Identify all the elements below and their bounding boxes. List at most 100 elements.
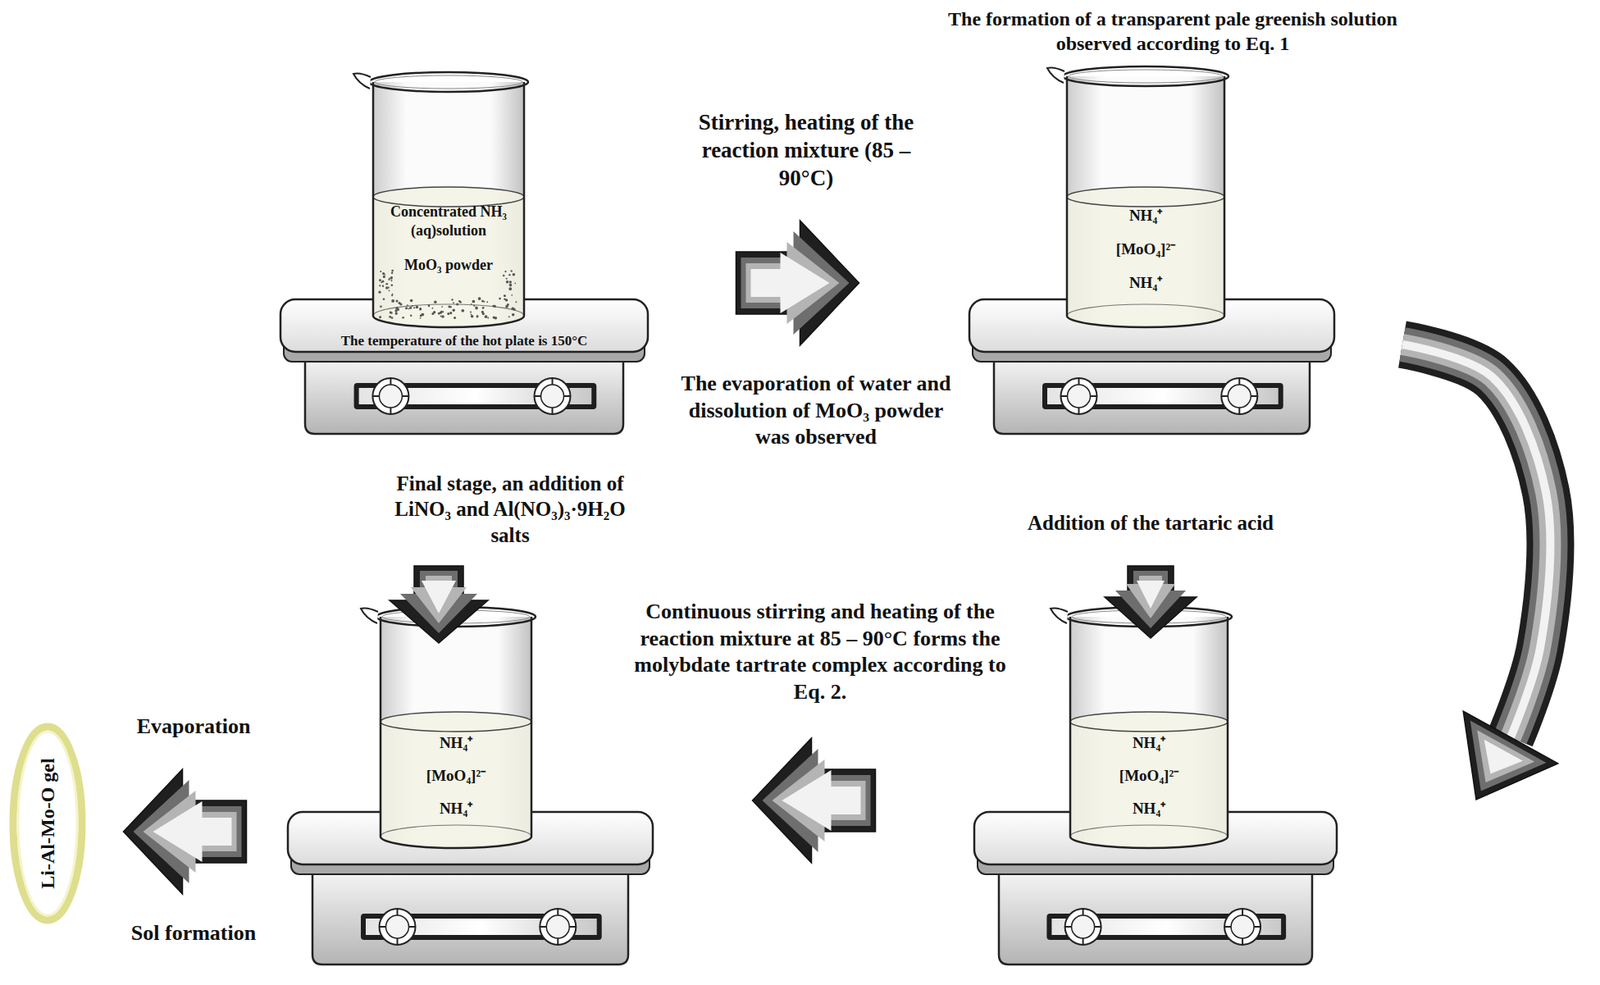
dial-face xyxy=(1067,384,1091,408)
powder-grain xyxy=(395,312,398,315)
powder-grain xyxy=(405,306,408,310)
powder-grain xyxy=(433,310,436,314)
powder-grain xyxy=(476,314,479,318)
powder-grain xyxy=(442,310,444,313)
dial-tick xyxy=(1253,925,1261,928)
powder-grain xyxy=(391,316,394,320)
powder-grain xyxy=(410,314,412,317)
powder-grain xyxy=(449,305,452,308)
arrow-layer xyxy=(421,580,456,614)
powder-grain xyxy=(511,313,515,316)
powder-grain xyxy=(441,305,443,308)
powder-grain xyxy=(391,299,395,303)
arrow-body xyxy=(736,220,860,346)
product-label: Li-Al-Mo-O gel xyxy=(35,757,60,889)
dial-face xyxy=(1227,384,1251,408)
powder-grain xyxy=(486,300,488,303)
dial xyxy=(379,908,416,945)
step-label: Continuous stirring and heating of the r… xyxy=(627,598,1013,706)
dial-ring xyxy=(539,908,576,945)
powder-grain xyxy=(388,277,391,279)
curve-band xyxy=(1402,344,1550,738)
arrow-layer xyxy=(751,252,830,314)
powder-grain xyxy=(487,317,489,320)
block-arrow xyxy=(123,769,247,894)
powder-grain xyxy=(470,303,473,306)
beaker-bottom xyxy=(380,836,532,848)
addition-arrow xyxy=(1104,565,1197,639)
beaker xyxy=(360,606,536,848)
arrow-layer xyxy=(153,801,233,862)
beaker-bottom xyxy=(373,315,525,328)
dial-face xyxy=(1071,915,1095,939)
powder-grain xyxy=(409,306,412,310)
dial-tick xyxy=(1238,378,1240,385)
beaker-glass xyxy=(1070,616,1228,848)
arrow-layer xyxy=(1125,575,1176,619)
powder-grain xyxy=(378,284,381,287)
powder-grain xyxy=(398,301,402,305)
powder-grain xyxy=(446,312,450,315)
liquid-surface xyxy=(1066,186,1225,207)
powder-grain xyxy=(449,311,452,315)
powder-grain xyxy=(469,310,472,313)
powder-grain xyxy=(391,269,394,273)
powder-grain xyxy=(508,273,511,276)
powder-grain xyxy=(428,305,431,308)
powder-grain xyxy=(474,306,479,310)
powder-grain xyxy=(482,312,485,315)
powder-grain xyxy=(505,305,509,309)
liquid xyxy=(380,711,532,848)
plate-body xyxy=(993,356,1310,434)
powder-grain xyxy=(498,297,502,301)
powder-grain xyxy=(396,308,400,311)
powder-grain xyxy=(441,314,445,319)
stage-text: NH₄⁺ xyxy=(1096,205,1195,226)
dial-ring xyxy=(1221,378,1258,415)
beaker-spout xyxy=(360,608,379,625)
powder-grain xyxy=(470,313,473,315)
liquid-surface xyxy=(380,711,532,732)
stage-text: [MoO₄]²⁻ xyxy=(1096,239,1195,260)
powder-grain xyxy=(401,316,405,320)
beaker-rim xyxy=(1062,66,1229,87)
dial-tick xyxy=(409,925,416,928)
dial-face xyxy=(541,384,565,408)
dial-ring xyxy=(379,908,416,945)
beaker-wall xyxy=(1069,616,1072,837)
powder-grain xyxy=(505,298,508,301)
powder-grain xyxy=(472,300,476,304)
powder-grain xyxy=(510,307,515,311)
curve-band xyxy=(1402,344,1550,738)
powder-grain xyxy=(504,295,506,297)
arrow-head xyxy=(1463,711,1559,800)
dial-ring xyxy=(1065,908,1102,945)
powder-grain xyxy=(390,311,393,314)
powder-grain xyxy=(395,299,398,302)
arrow-layer xyxy=(133,779,242,884)
stage-text: [MoO₄]²⁻ xyxy=(1099,765,1199,786)
powder-grain xyxy=(381,280,384,283)
powder-grain xyxy=(452,308,456,311)
dial-tick xyxy=(1082,908,1085,916)
powder xyxy=(378,269,517,320)
beaker-rim xyxy=(369,72,529,92)
beaker-wall xyxy=(1066,76,1069,316)
dial-tick xyxy=(1241,938,1244,945)
arrow-layer xyxy=(746,241,840,324)
arrow-layer xyxy=(1470,720,1547,792)
powder-grain xyxy=(481,300,484,303)
stage-heading: The formation of a transparent pale gree… xyxy=(944,6,1401,56)
powder-grain xyxy=(493,305,497,308)
dial-tick xyxy=(389,407,392,415)
arrow-layer xyxy=(410,575,467,624)
powder-grain xyxy=(382,272,385,275)
beaker-wall xyxy=(372,82,375,316)
beaker-bottom xyxy=(1070,836,1228,848)
dial xyxy=(1065,908,1102,945)
dial xyxy=(1221,378,1258,415)
ellipse-rim-inner xyxy=(18,731,78,916)
dial-tick xyxy=(1250,395,1258,397)
block-arrow xyxy=(752,738,876,863)
arrow-layer xyxy=(400,570,478,634)
